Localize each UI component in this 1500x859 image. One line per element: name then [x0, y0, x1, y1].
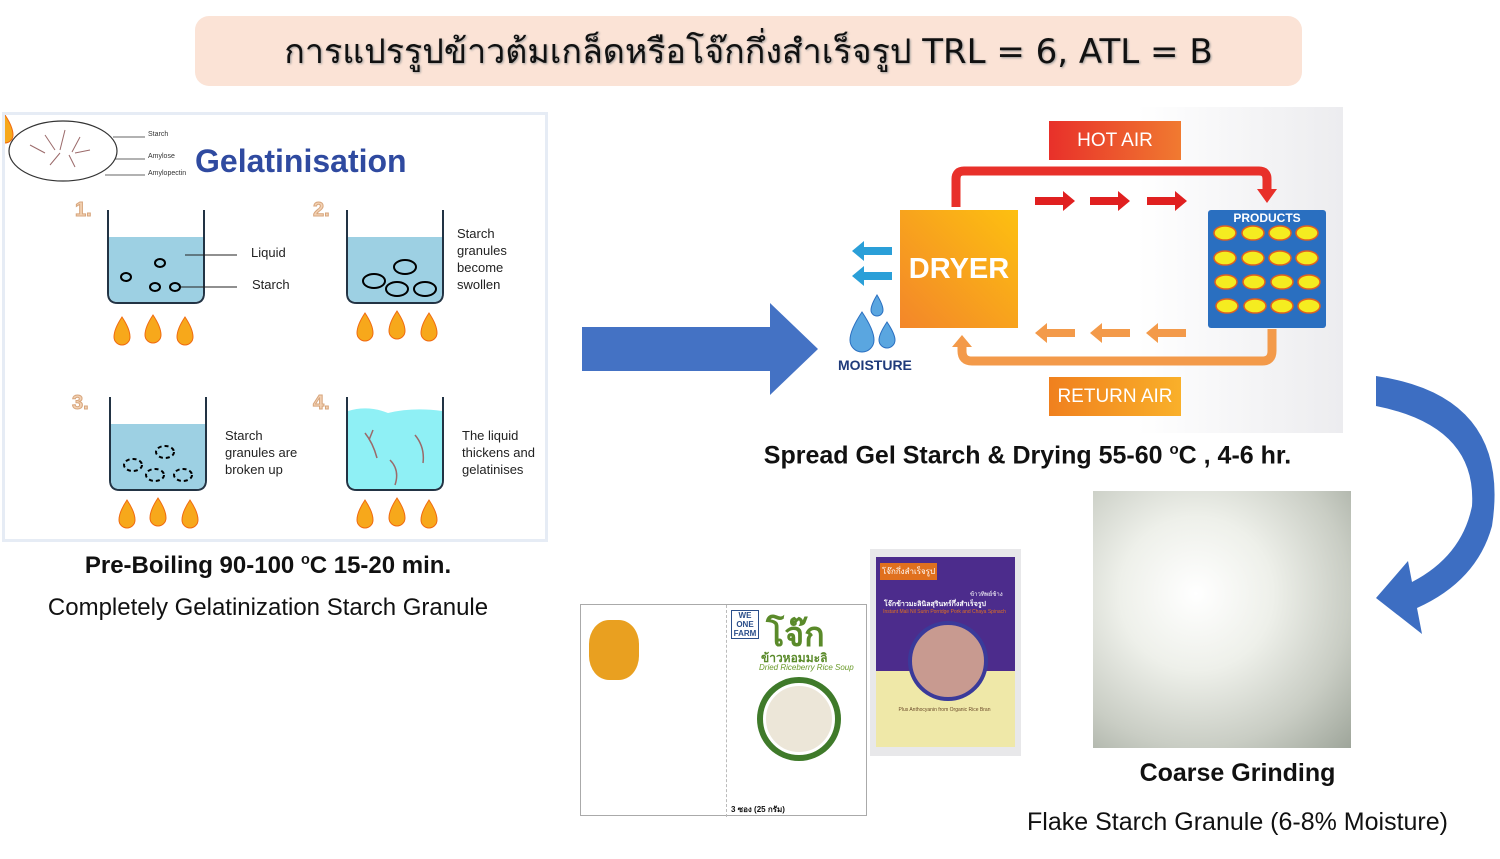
product-items [1213, 225, 1321, 314]
gelatinisation-heading: Gelatinisation [195, 143, 407, 179]
coarse-grinding-caption: Coarse Grinding [1139, 759, 1336, 787]
step-number: 2. [313, 199, 331, 222]
products-box [1208, 210, 1326, 328]
dryer-diagram: HOT AIR RETURN AIR DRYER PRODUCTS MOISTU… [830, 107, 1343, 433]
step-number: 4. [313, 392, 331, 415]
flake-starch-caption: Flake Starch Granule (6-8% Moisture) [1027, 808, 1448, 836]
brand-logo: WE ONE FARM [731, 610, 759, 639]
porridge-bowl-image [908, 621, 988, 701]
label-amylopectin: Amylopectin [148, 170, 187, 177]
porridge-package-box-2: โจ๊กกึ่งสำเร็จรูป ข้าวทิพย์ช้าง โจ๊กข้าว… [870, 549, 1021, 756]
completely-gelatinization-caption: Completely Gelatinization Starch Granule [47, 594, 489, 621]
beaker-4 [346, 397, 444, 491]
label-starch: Starch [148, 131, 169, 138]
flame-icons [5, 115, 438, 529]
starch-granule-icon [8, 120, 118, 182]
gelatinisation-drawing [5, 115, 444, 529]
slide-title: การแปรรูปข้าวต้มเกล็ดหรือโจ๊กกึ่งสำเร็จร… [195, 16, 1302, 86]
moisture-label: MOISTURE [838, 357, 912, 373]
return-air-label: RETURN AIR [1049, 377, 1181, 416]
products-label: PRODUCTS [1233, 211, 1301, 225]
moisture-arrows-icon [852, 241, 892, 286]
curved-arrow-icon [1376, 376, 1495, 634]
hot-air-label: HOT AIR [1049, 121, 1181, 160]
step-number: 3. [72, 392, 90, 415]
step-number: 1. [75, 199, 93, 222]
flake-starch-photo [1093, 491, 1351, 748]
hot-air-arrows-icon [1035, 191, 1187, 211]
return-air-arrows-icon [1035, 323, 1186, 343]
beaker-2 [346, 210, 444, 304]
pumpkin-image [589, 620, 639, 680]
beaker-3 [109, 397, 207, 491]
porridge-package-label-1: WE ONE FARM โจ๊ก ข้าวหอมมะลิ Dried Riceb… [580, 604, 867, 817]
hot-air-loop [951, 166, 1272, 207]
label-amylose: Amylose [148, 153, 175, 160]
label-liquid: Liquid [251, 245, 286, 260]
process-arrow-icon [582, 303, 818, 395]
gelatinisation-diagram: Starch Amylose Amylopectin Gelatinisatio… [2, 112, 548, 542]
pre-boiling-caption: Pre-Boiling 90-100 oC 15-20 min. [84, 552, 452, 579]
drying-caption: Spread Gel Starch & Drying 55-60 oC , 4-… [763, 441, 1292, 470]
return-air-loop [957, 329, 1277, 366]
water-drops-icon [849, 294, 896, 353]
porridge-photo [763, 683, 835, 755]
dryer-box: DRYER [900, 210, 1018, 328]
beaker-1 [107, 210, 237, 304]
label-starch-granule: Starch [252, 277, 290, 292]
